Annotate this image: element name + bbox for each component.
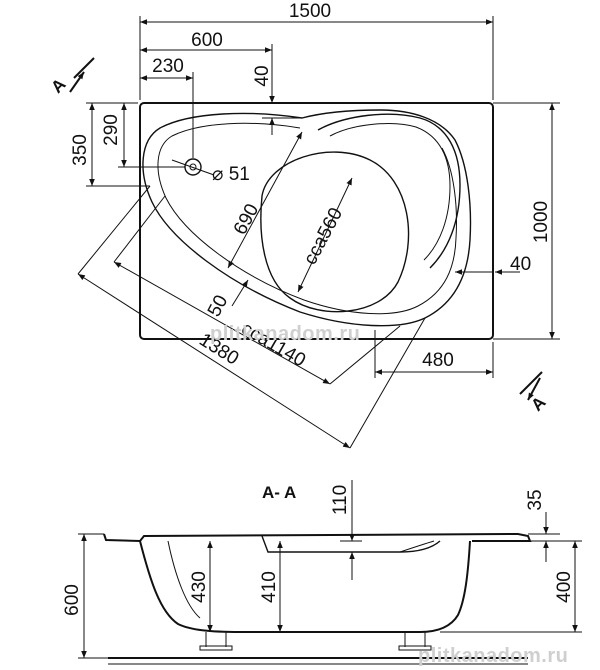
dim-290-label: 290 [101, 114, 122, 146]
watermark-section: plitkanadom.ru [418, 645, 568, 667]
dim-400-label: 400 [554, 571, 575, 603]
dim-480-label: 480 [422, 350, 454, 371]
dim-110-label: 110 [330, 485, 351, 515]
section-seat [261, 535, 441, 553]
dim-section-600-label: 600 [62, 584, 83, 616]
section-rim [103, 532, 532, 543]
drain-center [189, 163, 197, 171]
plan-view: 1500 600 230 40 350 290 ⌀ 51 A [47, 1, 560, 449]
dim-1500-label: 1500 [289, 1, 331, 22]
backrest-outline [317, 113, 461, 269]
section-backrest [399, 540, 435, 553]
section-basin [139, 540, 471, 633]
drain-diameter-label: ⌀ 51 [212, 164, 250, 185]
dim-600-label: 600 [191, 30, 223, 51]
section-title: A- A [262, 483, 296, 502]
dim-430-label: 430 [189, 571, 210, 603]
section-feet [199, 632, 432, 651]
backrest-inner [329, 123, 451, 261]
dim-410-label: 410 [259, 571, 280, 603]
section-marker-top: A [47, 57, 95, 97]
section-view: A- A 600 430 410 [62, 480, 582, 665]
dim-35-label: 35 [525, 489, 546, 510]
watermark-plan: plitkanadom.ru [210, 323, 360, 345]
dim-350-label: 350 [70, 134, 91, 166]
section-marker-bottom: A [519, 371, 550, 415]
dim-cca560-label: cca560 [300, 204, 347, 268]
dim-1000-label: 1000 [531, 201, 552, 243]
dim-40-top-label: 40 [252, 65, 273, 86]
svg-text:A: A [47, 75, 69, 97]
dim-50-label: 50 [204, 292, 232, 321]
basin-inner-contour [157, 122, 457, 315]
dim-40-right-label: 40 [510, 254, 531, 275]
dim-230-label: 230 [152, 56, 184, 77]
basin-outline [142, 109, 472, 327]
dim-690-label: 690 [230, 200, 263, 238]
